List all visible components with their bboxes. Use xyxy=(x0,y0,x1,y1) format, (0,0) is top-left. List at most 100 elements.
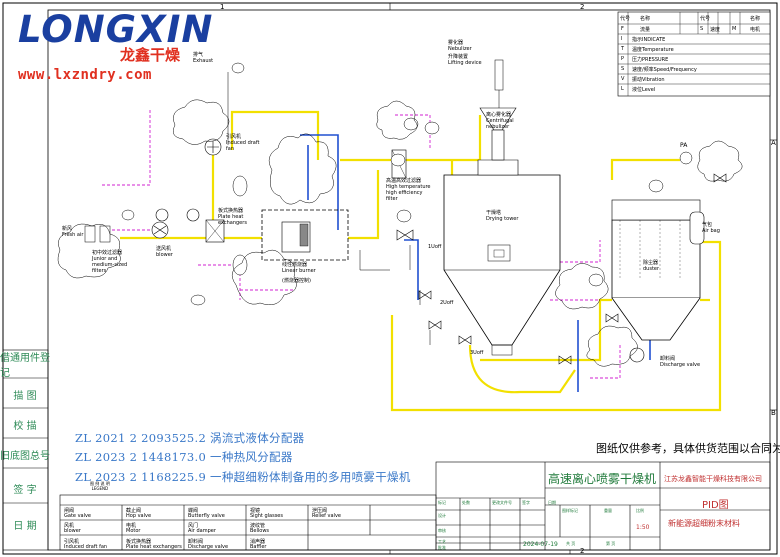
instruments xyxy=(121,62,693,306)
plate-heat-exchanger xyxy=(205,219,225,243)
legend-item-en: Relief valve xyxy=(312,513,341,519)
legend-item-en: Hop valve xyxy=(126,513,152,519)
symbol-header: 名称 xyxy=(640,16,651,22)
fans xyxy=(151,138,645,363)
air-bag-label: 气包 Air bag xyxy=(702,222,720,234)
legend-item-cn: 风门 xyxy=(188,523,199,529)
uoff-tag: 3Uoff xyxy=(470,350,484,356)
row-letter: A xyxy=(771,139,776,147)
discharge-label: 卸料阀 Discharge valve xyxy=(660,356,701,368)
drawing-type: PID图 xyxy=(702,500,729,511)
symbol-name: 速度/频率Speed/Frequency xyxy=(632,67,697,73)
air-bag xyxy=(689,211,705,245)
side-register-label: 日 期 xyxy=(13,520,37,532)
symbol-code: I xyxy=(621,36,623,42)
symbol-name: 流量 xyxy=(640,27,651,33)
col-number: 2 xyxy=(580,3,584,11)
legend-item-cn: 蝶阀 xyxy=(188,508,199,514)
legend-grid xyxy=(59,494,437,551)
col-number: 2 xyxy=(580,547,584,555)
pa-tag: PA xyxy=(680,142,688,149)
symbol-code: V xyxy=(621,76,625,82)
legend-item-en: blower xyxy=(64,528,81,534)
symbol-name: 温度Temperature xyxy=(632,47,674,53)
side-register-label: 签 字 xyxy=(13,484,37,496)
uoff-tag: 1Uoff xyxy=(428,244,442,250)
tb-label: 重量 xyxy=(604,508,612,513)
side-register-label: 校 描 xyxy=(13,420,37,432)
tb-label: 第 页 xyxy=(606,541,616,546)
symbol-name: 液位Level xyxy=(632,87,656,93)
centrifugal-label: 离心雾化器 Centrifugal nebulizer xyxy=(486,112,514,130)
tb-label: 设计 xyxy=(438,513,446,518)
logo-chinese: 龙鑫干燥 xyxy=(120,46,181,64)
project-title: 高速离心喷雾干燥机 xyxy=(548,472,657,486)
symbol-name: 指示INDICATE xyxy=(632,37,666,43)
row-letter: B xyxy=(771,409,776,417)
legend-item-en: Butterfly valve xyxy=(188,513,225,519)
legend-item-en: Bellows xyxy=(250,528,270,534)
legend-item-en: Baffler xyxy=(250,544,267,550)
symbol-code: T xyxy=(621,46,625,52)
logo-wordmark: LONGXIN xyxy=(18,8,214,51)
scale-value: 1:50 xyxy=(636,524,650,531)
side-register-label: 旧底图总号 xyxy=(0,450,50,462)
tb-label: 图样标记 xyxy=(562,508,578,513)
legend-title: 图 例 说 明 LEGEND xyxy=(90,481,110,491)
tb-label: 审核 xyxy=(438,528,446,533)
symbol-header: 名称 xyxy=(750,16,761,22)
legend-item-cn: 电机 xyxy=(126,523,137,529)
burner-note: (燃烧器控制) xyxy=(282,278,311,284)
symbol-table xyxy=(617,11,771,97)
symbol-code: M xyxy=(732,26,737,32)
legend-item-cn: 闸阀 xyxy=(64,508,75,514)
date-value: 2024-07-19 xyxy=(523,541,558,548)
linear-burner-label: 线性燃烧器 Linear burner xyxy=(282,262,316,274)
tb-label: 标记 xyxy=(438,500,446,505)
tb-label: 签字 xyxy=(522,500,530,505)
legend-item-cn: 消声器 xyxy=(250,539,266,545)
symbol-code: F xyxy=(621,26,624,32)
thin-lines xyxy=(227,72,431,345)
tb-label: 共 页 xyxy=(566,541,576,546)
legend-item-en: Discharge valve xyxy=(188,544,229,550)
patent-line: ZL 2021 2 2093525.2 涡流式液体分配器 xyxy=(75,431,305,445)
side-register-label: 借通用件登记 xyxy=(0,353,50,379)
company-name: 江苏龙鑫智能干燥科技有限公司 xyxy=(664,475,762,483)
dust-collector xyxy=(611,199,701,341)
lifting-label: 升降装置 Lifting device xyxy=(448,54,482,66)
uoff-tag: 2Uoff xyxy=(440,300,454,306)
plate-hx-label: 板式换热器 Plate heat exchangers xyxy=(218,208,247,226)
duster-label: 除尘器 duster xyxy=(643,260,660,272)
legend-item-en: Air damper xyxy=(188,528,216,534)
reference-note: 图纸仅供参考，具体供货范围以合同为准 xyxy=(596,442,780,455)
legend-item-cn: 板式换热器 xyxy=(126,539,152,545)
filter-bank xyxy=(84,225,111,243)
symbol-name: 速度 xyxy=(710,27,721,33)
symbol-header: 代号 xyxy=(620,16,631,22)
drying-tower xyxy=(443,59,561,356)
annotation-clouds xyxy=(57,99,743,367)
col-number: 1 xyxy=(220,3,224,11)
fresh-air-label: 新风 Fresh air xyxy=(62,226,84,238)
side-register-label: 描 图 xyxy=(13,390,37,402)
tb-label: 工艺 xyxy=(438,539,446,544)
induced-fan-label: 引风机 Induced draft fan xyxy=(226,134,260,152)
legend-item-en: Motor xyxy=(126,528,141,534)
legend-item-en: Induced draft fan xyxy=(64,544,108,550)
blower-label: 送风机 blower xyxy=(156,246,173,258)
hepa-label: 高温高效过滤器 High temperature high efficiency… xyxy=(386,178,431,202)
legend-item-cn: 截止阀 xyxy=(126,508,142,514)
exhaust-label: 排气 Exhaust xyxy=(193,52,214,64)
tb-label: 日期 xyxy=(548,500,556,505)
symbol-header: 代号 xyxy=(700,16,711,22)
legend-item-en: Sight glasses xyxy=(250,513,283,519)
symbol-name: 电机 xyxy=(750,27,761,33)
patent-line: ZL 2023 2 1448173.0 一种热风分配器 xyxy=(75,450,293,464)
legend-item-en: Gate valve xyxy=(64,513,92,519)
logo-website: www.lxzndry.com xyxy=(18,67,152,83)
tb-label: 更改文件号 xyxy=(492,500,512,505)
drying-tower-label: 干燥塔 Drying tower xyxy=(486,210,519,222)
legend-item-cn: 视镜 xyxy=(250,508,261,514)
